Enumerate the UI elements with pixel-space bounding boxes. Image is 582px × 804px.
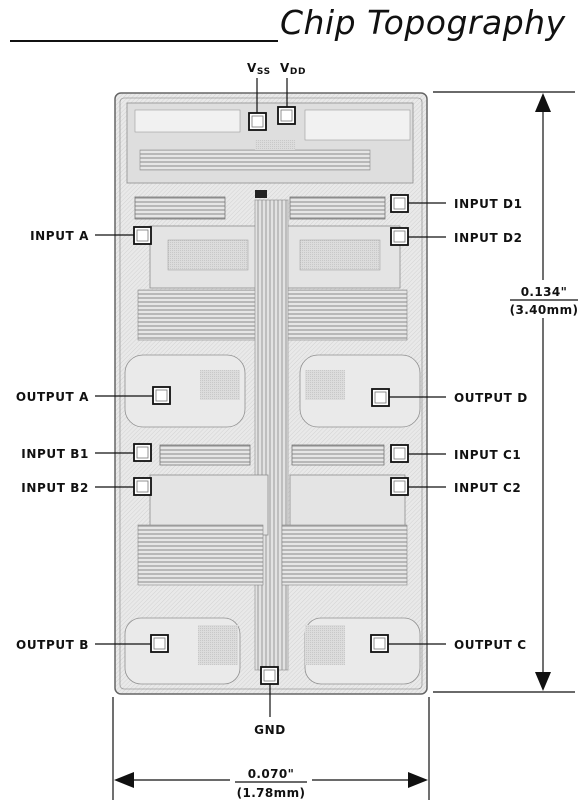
- label-input-b2: INPUT B2: [21, 481, 89, 495]
- vss-label: VSS: [247, 61, 271, 77]
- vdd-label: VDD: [280, 61, 306, 77]
- height-dimension: 0.134" (3.40mm): [433, 91, 579, 693]
- leader-lines: [95, 78, 446, 717]
- pad-output-c: [370, 634, 389, 653]
- pad-vss: [248, 112, 267, 131]
- label-output-c: OUTPUT C: [454, 638, 527, 652]
- bond-pads: [133, 106, 409, 685]
- pad-input-d1: [390, 194, 409, 213]
- width-mm: (1.78mm): [237, 786, 306, 800]
- label-input-b1: INPUT B1: [21, 447, 89, 461]
- pad-input-a: [133, 226, 152, 245]
- width-inches: 0.070": [248, 767, 295, 781]
- page-title: Chip Topography: [280, 3, 566, 42]
- label-output-a: OUTPUT A: [16, 390, 89, 404]
- height-mm: (3.40mm): [510, 303, 579, 317]
- title-rule: [10, 40, 278, 42]
- label-input-d1: INPUT D1: [454, 197, 523, 211]
- label-output-d: OUTPUT D: [454, 391, 528, 405]
- label-output-b: OUTPUT B: [16, 638, 89, 652]
- label-input-a: INPUT A: [30, 229, 89, 243]
- pad-gnd: [260, 666, 279, 685]
- label-input-c1: INPUT C1: [454, 448, 521, 462]
- label-gnd: GND: [254, 723, 286, 737]
- pad-output-a: [152, 386, 171, 405]
- label-input-d2: INPUT D2: [454, 231, 523, 245]
- height-inches: 0.134": [521, 285, 568, 299]
- pad-input-c1: [390, 444, 409, 463]
- pad-input-b2: [133, 477, 152, 496]
- label-input-c2: INPUT C2: [454, 481, 521, 495]
- pad-vdd: [277, 106, 296, 125]
- pad-input-b1: [133, 443, 152, 462]
- pad-input-c2: [390, 477, 409, 496]
- die: [114, 92, 428, 695]
- pad-output-d: [371, 388, 390, 407]
- pad-output-b: [150, 634, 169, 653]
- pad-input-d2: [390, 227, 409, 246]
- width-dimension: 0.070" (1.78mm): [112, 697, 430, 800]
